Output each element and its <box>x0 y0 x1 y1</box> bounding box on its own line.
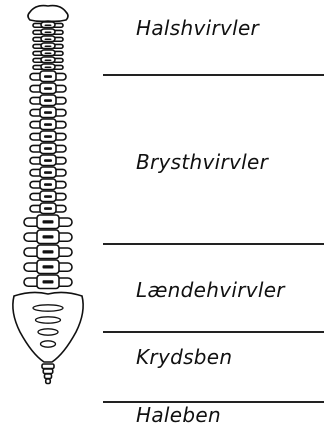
divider-lumbar-sacrum <box>103 331 324 333</box>
thoracic-vertebra-detail <box>44 99 52 102</box>
coccyx-segment <box>42 364 54 369</box>
thoracic-vertebra-detail <box>44 111 52 114</box>
label-thoracic: Brysthvirvler <box>136 150 268 174</box>
divider-thoracic-lumbar <box>103 243 324 245</box>
lumbar-vertebra-detail <box>43 250 54 253</box>
cervical-vertebra-detail <box>45 45 52 47</box>
lumbar-vertebra-detail <box>43 265 54 268</box>
coccyx-segment <box>46 379 51 384</box>
cervical-vertebra-detail <box>45 38 52 40</box>
sacrum <box>13 292 83 362</box>
cervical-vertebra-detail <box>45 52 52 54</box>
thoracic-vertebra-detail <box>44 183 52 186</box>
thoracic-vertebra-detail <box>44 147 52 150</box>
label-coccyx: Haleben <box>136 403 221 427</box>
divider-cervical-thoracic <box>103 74 324 76</box>
lumbar-vertebra-detail <box>43 220 54 223</box>
divider-sacrum-coccyx <box>103 401 324 403</box>
thoracic-vertebra-detail <box>44 135 52 138</box>
label-cervical: Halshvirvler <box>136 16 259 40</box>
thoracic-vertebra-detail <box>44 159 52 162</box>
cervical-vertebra-detail <box>45 31 52 33</box>
cervical-vertebra-detail <box>45 59 52 61</box>
lumbar-vertebra-detail <box>43 235 54 238</box>
coccyx-segment <box>43 369 53 374</box>
label-sacrum: Krydsben <box>136 345 232 369</box>
cervical-vertebra-detail <box>45 24 52 26</box>
label-lumbar: Lændehvirvler <box>136 278 285 302</box>
coccyx-segment <box>45 374 52 379</box>
thoracic-vertebra-detail <box>44 171 52 174</box>
thoracic-vertebra-detail <box>44 75 52 78</box>
thoracic-vertebra-detail <box>44 207 52 210</box>
lumbar-vertebra-detail <box>43 280 54 283</box>
thoracic-vertebra-detail <box>44 87 52 90</box>
thoracic-vertebra-detail <box>44 195 52 198</box>
cervical-vertebra-detail <box>45 66 52 68</box>
thoracic-vertebra-detail <box>44 123 52 126</box>
atlas-vertebra <box>28 6 68 22</box>
